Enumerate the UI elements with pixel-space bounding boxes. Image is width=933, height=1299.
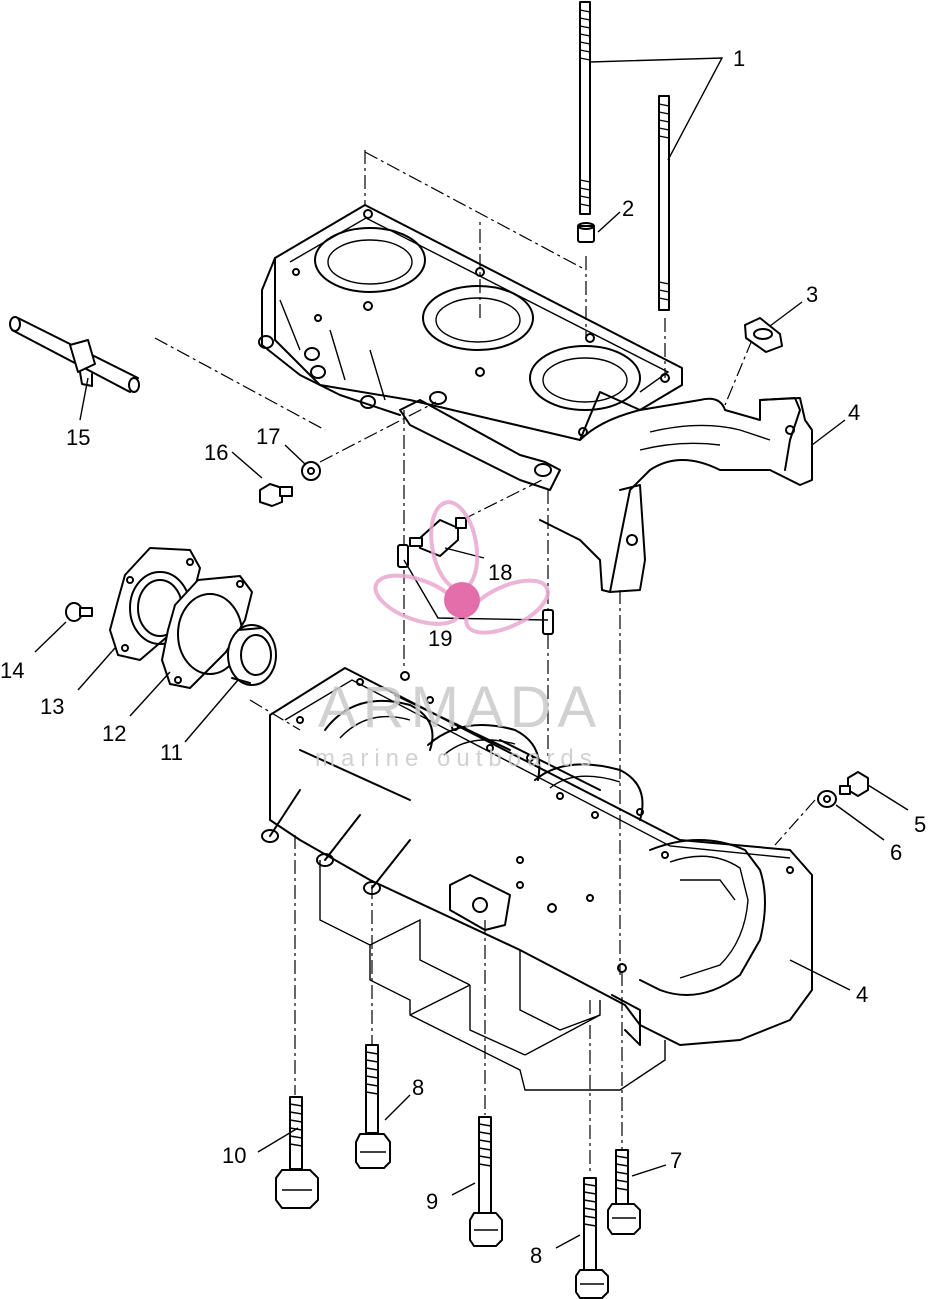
callout-3: 3	[806, 282, 818, 307]
callout-labels: 1 2 3 4 4 5 6 7 8 8 9 10 11 12 13 14 15 …	[0, 46, 926, 1268]
armada-watermark: ARMADA marine outboards	[315, 500, 602, 772]
callout-2: 2	[622, 196, 634, 221]
bolt-10[interactable]	[275, 1096, 319, 1209]
bolt-16[interactable]	[259, 483, 293, 507]
callout-16: 16	[204, 440, 228, 465]
callout-1: 1	[733, 46, 745, 71]
long-stud-right[interactable]	[658, 95, 670, 311]
bolt-8-left[interactable]	[355, 1044, 391, 1169]
dowel-pin-19b[interactable]	[542, 609, 554, 635]
callout-19: 19	[428, 626, 452, 651]
callout-5: 5	[914, 812, 926, 837]
washer-6[interactable]	[817, 790, 837, 808]
callout-17: 17	[256, 424, 280, 449]
assembly-centerlines	[154, 150, 816, 1175]
callout-8-left: 8	[412, 1075, 424, 1100]
upper-crankcase[interactable]	[258, 204, 813, 593]
sensor-18[interactable]	[409, 517, 467, 557]
armada-propeller-logo	[373, 500, 550, 635]
leader-lines	[34, 57, 909, 1249]
screw-14[interactable]	[65, 602, 93, 622]
callout-15: 15	[66, 425, 90, 450]
callout-13: 13	[40, 694, 64, 719]
long-stud-left[interactable]	[579, 1, 591, 215]
seal-3[interactable]	[744, 317, 783, 353]
callout-4-upper: 4	[848, 400, 860, 425]
callout-6: 6	[890, 840, 902, 865]
callout-8-right: 8	[530, 1243, 542, 1268]
watermark-title: ARMADA	[318, 675, 602, 740]
callout-9: 9	[426, 1189, 438, 1214]
bolt-9[interactable]	[469, 1116, 503, 1247]
hose-clamp-assembly[interactable]	[9, 316, 140, 393]
callout-12: 12	[102, 721, 126, 746]
callout-4-lower: 4	[856, 982, 868, 1007]
watermark-subtitle: marine outboards	[315, 745, 598, 772]
bolt-7[interactable]	[607, 1149, 641, 1235]
bolt-8-right[interactable]	[575, 1177, 609, 1299]
callout-7: 7	[670, 1148, 682, 1173]
callout-18: 18	[488, 560, 512, 585]
callout-14: 14	[0, 658, 24, 683]
bolt-5[interactable]	[839, 771, 869, 797]
oil-seal-11[interactable]	[227, 624, 277, 686]
callout-10: 10	[222, 1143, 246, 1168]
callout-11: 11	[160, 740, 183, 765]
dowel-sleeve[interactable]	[577, 222, 595, 243]
washer-17[interactable]	[301, 461, 321, 481]
